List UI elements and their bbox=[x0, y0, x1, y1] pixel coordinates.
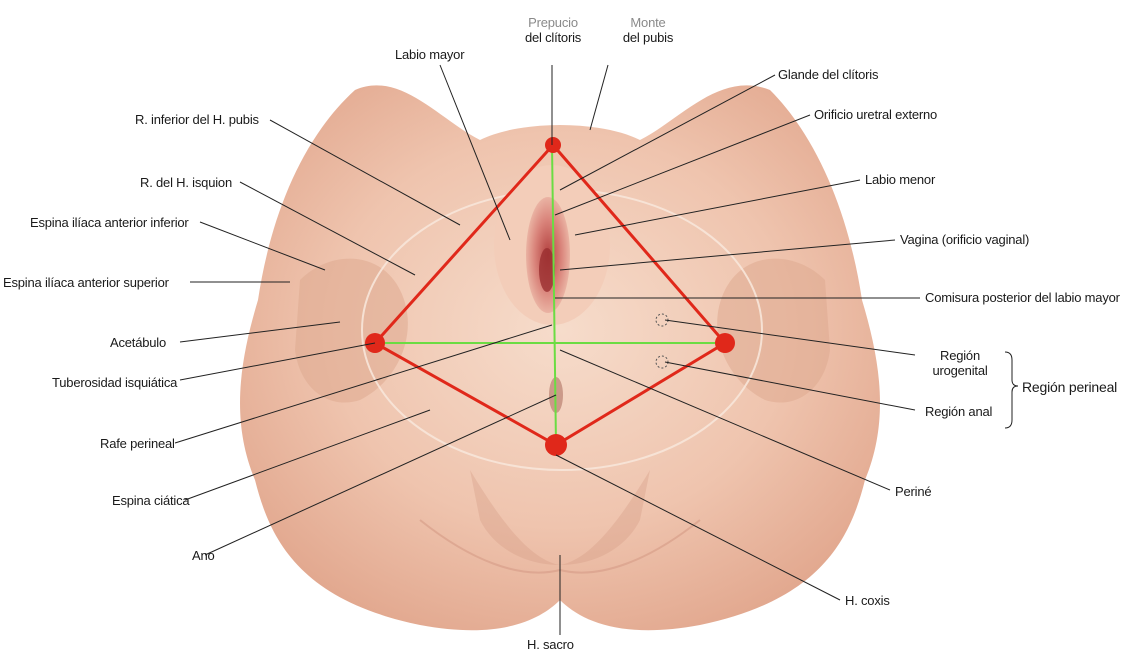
label-r-isquion: R. del H. isquion bbox=[140, 175, 232, 190]
label-tuberosidad: Tuberosidad isquiática bbox=[52, 375, 177, 390]
label-region-urogenital: Región urogenital bbox=[915, 348, 1005, 378]
label-sacro: H. sacro bbox=[527, 637, 574, 652]
label-labio-mayor: Labio mayor bbox=[395, 47, 464, 62]
label-ano: Ano bbox=[192, 548, 215, 563]
label-comisura: Comisura posterior del labio mayor bbox=[925, 290, 1120, 305]
label-prepucio-line1: Prepucio bbox=[528, 15, 578, 30]
label-espina-iliaca-inf: Espina ilíaca anterior inferior bbox=[30, 215, 189, 230]
diamond-vertex-bottom bbox=[545, 434, 567, 456]
label-prepucio-line2: del clítoris bbox=[525, 30, 581, 45]
label-urogenital-line1: Región bbox=[940, 348, 980, 363]
label-vagina: Vagina (orificio vaginal) bbox=[900, 232, 1029, 247]
label-orificio-uretral: Orificio uretral externo bbox=[814, 107, 937, 122]
label-espina-iliaca-sup: Espina ilíaca anterior superior bbox=[3, 275, 169, 290]
diamond-vertex-right bbox=[715, 333, 735, 353]
label-acetabulo: Acetábulo bbox=[110, 335, 166, 350]
label-urogenital-line2: urogenital bbox=[932, 363, 987, 378]
label-coxis: H. coxis bbox=[845, 593, 890, 608]
label-region-anal: Región anal bbox=[925, 404, 992, 419]
label-glande: Glande del clítoris bbox=[778, 67, 878, 82]
label-region-perineal: Región perineal bbox=[1022, 380, 1117, 395]
label-espina-ciatica: Espina ciática bbox=[112, 493, 189, 508]
label-perine: Periné bbox=[895, 484, 931, 499]
diamond-vertex-top bbox=[545, 137, 561, 153]
label-monte-line2: del pubis bbox=[623, 30, 673, 45]
label-prepucio-clitoris: Prepucio del clítoris bbox=[518, 15, 588, 45]
label-labio-menor: Labio menor bbox=[865, 172, 935, 187]
label-monte-line1: Monte bbox=[630, 15, 665, 30]
label-r-inferior-pubis: R. inferior del H. pubis bbox=[135, 112, 259, 127]
label-monte-pubis: Monte del pubis bbox=[618, 15, 678, 45]
label-rafe: Rafe perineal bbox=[100, 436, 175, 451]
